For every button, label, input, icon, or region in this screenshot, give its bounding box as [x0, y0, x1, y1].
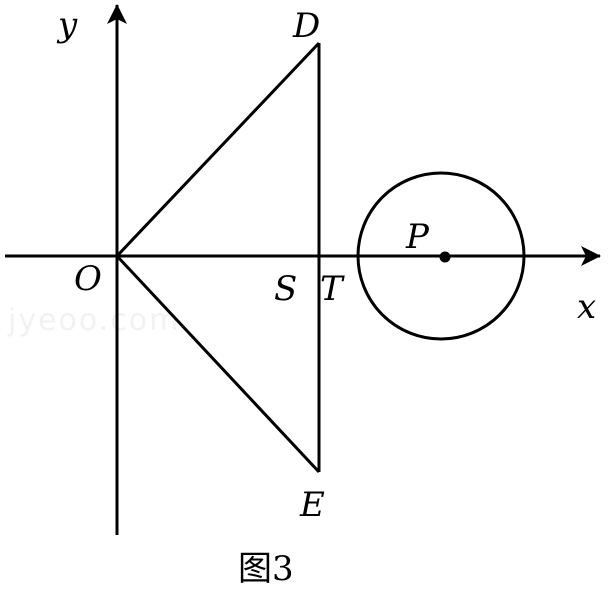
- figure-caption: 图3: [238, 549, 294, 589]
- point-s-label: S: [274, 269, 297, 309]
- point-d-label: D: [292, 6, 320, 46]
- segment-od: [115, 41, 321, 258]
- segment-oe: [115, 254, 321, 474]
- watermark-text: jyeoo.com: [7, 303, 180, 338]
- y-axis-label: y: [56, 5, 78, 45]
- origin-label: O: [74, 259, 102, 299]
- point-t-label: T: [320, 269, 345, 309]
- x-axis-label: x: [577, 287, 596, 327]
- center-point-p: [439, 251, 451, 263]
- point-p-label: P: [405, 217, 430, 257]
- circle-p: [356, 171, 526, 341]
- point-e-label: E: [299, 485, 325, 525]
